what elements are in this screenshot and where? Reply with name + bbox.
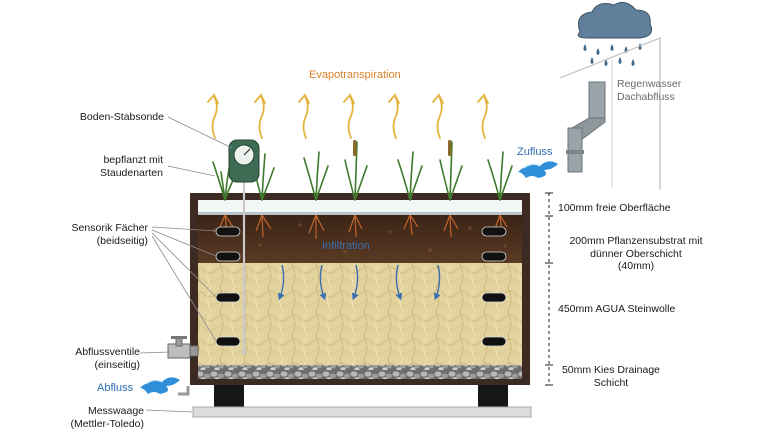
layer-gravel-line2: Schicht [593,376,629,389]
planted-label: bepflanzt mit Staudenarten [100,154,163,179]
infiltration-arrows [277,264,441,301]
soil-probe-icon [228,139,260,355]
scale-platform [192,406,532,418]
roof-outline [559,37,661,190]
scale-label: Messwaage (Mettler-Toledo) [70,405,144,430]
rockwool-layer [198,263,522,365]
sensor-slots [215,226,507,347]
outflow-label: Abfluss [97,382,134,394]
water-splash-icon [518,161,558,178]
sensor-line2: (beidseitig) [96,234,148,247]
soil-probe-label: Boden-Stabsonde [79,111,164,123]
layer-substrate-label: 200mm Pflanzensubstrat mit dünner Obersc… [556,235,716,273]
layer-gravel-line1: 50mm Kies Drainage [561,364,661,376]
evapotranspiration-arrows [207,93,489,139]
plants [212,141,513,201]
roof-runoff-line1: Regenwasser [617,78,682,90]
layer-substrate-line3: (40mm) [617,260,655,272]
layer-rockwool-label: 450mm AGUA Steinwolle [558,303,676,315]
valve-label: Abflussventile (einseitig) [75,346,140,371]
infiltration-label: Infiltration [322,240,370,252]
gravel-layer [198,365,522,379]
sensor-label: Sensorik Fächer (beidseitig) [72,222,148,247]
leader-lines [139,116,233,413]
valve-icon [167,336,199,359]
plant-roots [218,214,508,239]
planted-line2: Staudenarten [99,166,163,179]
roof-runoff-label: Regenwasser Dachabfluss [617,78,681,103]
layer-free-surface-label: 100mm freie Oberfläche [558,202,671,214]
layer-gravel-label: 50mm Kies Drainage Schicht [556,364,666,389]
sensor-line1: Sensorik Fächer [71,222,148,234]
roof-runoff-line2: Dachabfluss [617,90,675,103]
scale-line2: (Mettler-Toledo) [70,417,144,430]
outflow-splash-icon [140,377,180,394]
scale-line1: Messwaage [87,405,144,417]
inflow-label: Zufluss [517,146,553,158]
planted-line1: bepflanzt mit [103,154,163,166]
layer-substrate-line2: dünner Oberschicht [590,247,682,260]
drain-pipe-icon [566,81,606,173]
valve-line1: Abflussventile [75,346,140,358]
cloud-icon [577,1,653,66]
evapotranspiration-label: Evapotranspiration [309,69,401,81]
valve-line2: (einseitig) [94,358,140,371]
layer-substrate-line1: 200mm Pflanzensubstrat mit [569,235,703,247]
depth-scale [545,192,553,386]
substrate-layer [198,215,522,263]
